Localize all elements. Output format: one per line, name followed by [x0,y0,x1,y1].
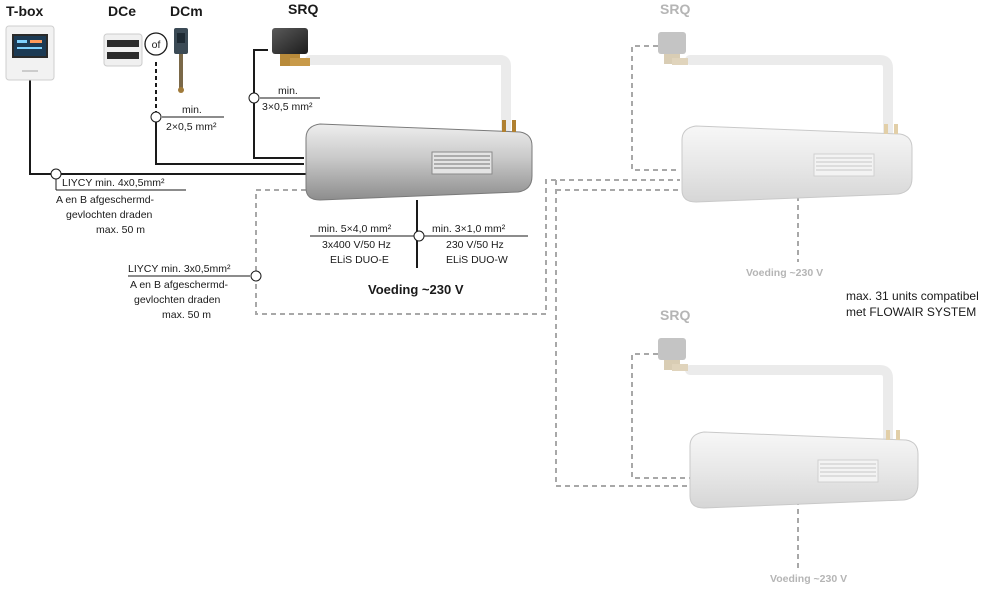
supply-bottom-right: Voeding ~230 V [770,573,847,585]
tbox-cable-line4: max. 50 m [96,224,145,236]
dcm-cable-line2: 2×0,5 mm² [166,121,217,133]
cable-marker-bus [250,270,262,282]
tbox-cable-line1: LIYCY min. 4x0,5mm² [62,177,165,189]
compatibility-note-line2: met FLOWAIR SYSTEM [846,305,976,319]
supply-main: Voeding ~230 V [368,282,464,297]
tbox-cable-line2: A en B afgeschermd- [56,194,155,206]
tbox-label: T-box [6,3,44,19]
srq-top-right-label: SRQ [660,1,690,17]
power-w-line3: ELiS DUO-W [446,254,508,266]
power-w-line1: min. 3×1,0 mm² [432,223,506,235]
dcm-cable-line1: min. [182,104,202,116]
cable-marker-power [413,230,425,242]
tbox-controller [5,25,55,81]
bus-cable-line4: max. 50 m [162,309,211,321]
bus-network [255,45,799,570]
srq-cable-line2: 3×0,5 mm² [262,101,313,113]
water-pipes [305,55,893,443]
srq-cable-line1: min. [278,85,298,97]
cable-marker-srq [248,92,260,104]
bus-cable-line3: gevlochten draden [134,294,221,306]
power-e-line2: 3x400 V/50 Hz [322,239,391,251]
dcm-controller [174,28,188,93]
power-w-line2: 230 V/50 Hz [446,239,504,251]
control-wires [29,49,418,268]
bus-cable-line1: LIYCY min. 3x0,5mm² [128,263,231,275]
tbox-cable-line3: gevlochten draden [66,209,153,221]
compatibility-note-line1: max. 31 units compatibel [846,289,979,303]
air-curtain-bottom-right [689,430,919,509]
bus-cable-line2: A en B afgeschermd- [130,279,229,291]
srq-valve-main [272,28,310,66]
srq-bottom-right-label: SRQ [660,307,690,323]
air-curtain-main [305,120,533,201]
dce-label: DCe [108,3,136,19]
or-symbol [144,32,168,56]
air-curtain-top-right [681,124,913,203]
dce-controller [103,33,143,67]
cable-marker-tbox [50,168,62,180]
or-symbol-text: of [152,39,161,51]
dcm-label: DCm [170,3,203,19]
cable-marker-dcm [150,111,162,123]
srq-valve-bottom-right [658,338,688,371]
srq-valve-top-right [658,32,688,65]
power-e-line3: ELiS DUO-E [330,254,389,266]
power-e-line1: min. 5×4,0 mm² [318,223,392,235]
srq-main-label: SRQ [288,1,318,17]
supply-top-right: Voeding ~230 V [746,267,823,279]
